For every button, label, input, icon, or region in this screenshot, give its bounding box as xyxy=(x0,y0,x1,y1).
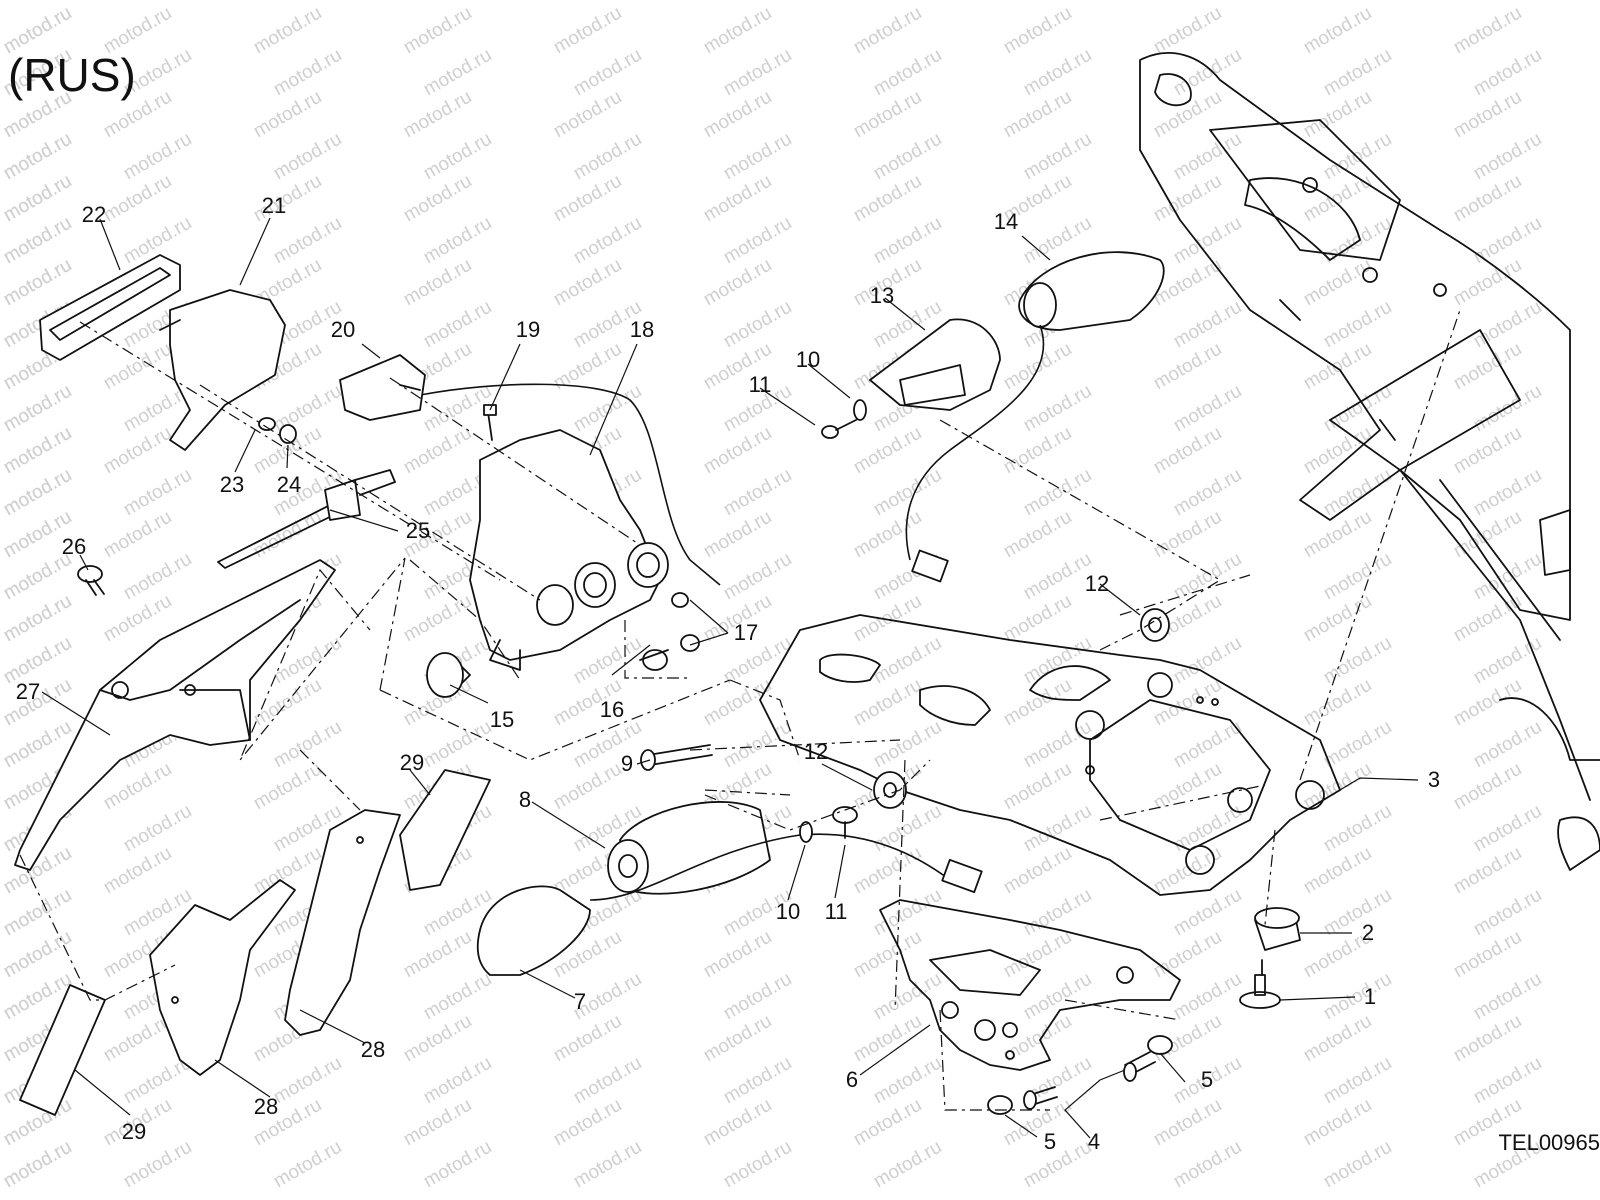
callout-13: 13 xyxy=(869,283,895,308)
callout-29b: 29 xyxy=(121,1119,147,1144)
callout-9: 9 xyxy=(620,751,634,776)
part-26-27-plate-holder xyxy=(14,559,336,871)
part-7-8-left-indicator xyxy=(476,801,983,976)
callout-12b: 12 xyxy=(803,739,829,764)
part-4-5-fasteners xyxy=(987,1035,1173,1115)
callout-3: 3 xyxy=(1427,767,1441,792)
callout-19: 19 xyxy=(515,317,541,342)
callout-8: 8 xyxy=(518,787,532,812)
callout-1: 1 xyxy=(1363,984,1377,1009)
part-28-29-plates xyxy=(19,769,491,1116)
callout-24: 24 xyxy=(276,472,302,497)
diagram-title: (RUS) xyxy=(8,49,136,101)
callout-21: 21 xyxy=(261,193,287,218)
callout-28a: 28 xyxy=(253,1094,279,1119)
callout-16: 16 xyxy=(599,697,625,722)
part-6-lower-bracket xyxy=(879,899,1181,1071)
callout-17: 17 xyxy=(733,620,759,645)
part-13-14-right-indicator xyxy=(869,251,1165,583)
callout-11a: 11 xyxy=(748,372,772,397)
callout-27: 27 xyxy=(15,679,41,704)
callout-25: 25 xyxy=(405,518,431,543)
callout-5b: 5 xyxy=(1043,1129,1057,1154)
callout-11b: 11 xyxy=(824,899,848,924)
callout-15: 15 xyxy=(489,707,515,732)
callout-2: 2 xyxy=(1361,920,1375,945)
callout-4: 4 xyxy=(1087,1129,1101,1154)
rear-subframe xyxy=(1139,52,1600,871)
part-1-2-mount xyxy=(1239,907,1301,1009)
callout-22: 22 xyxy=(81,202,107,227)
part-9-12-fasteners xyxy=(640,399,1170,843)
part-3-bracket xyxy=(759,614,1341,896)
callout-5a: 5 xyxy=(1200,1067,1214,1092)
part-21-24-reflector xyxy=(39,254,297,451)
callout-7: 7 xyxy=(573,989,587,1014)
callout-23: 23 xyxy=(219,472,245,497)
callout-10b: 10 xyxy=(775,899,801,924)
callout-26: 26 xyxy=(61,534,87,559)
callout-14: 14 xyxy=(993,209,1019,234)
callout-10a: 10 xyxy=(795,347,821,372)
assembly-lines xyxy=(19,309,1461,1111)
part-15-20-light-assembly xyxy=(339,354,721,698)
callout-18: 18 xyxy=(629,317,655,342)
leader-lines xyxy=(41,217,1419,1139)
part-25-cable-tie xyxy=(217,469,396,569)
callout-20: 20 xyxy=(330,317,356,342)
callout-29a: 29 xyxy=(399,750,425,775)
callout-12a: 12 xyxy=(1084,571,1110,596)
drawing-code: TEL00965 xyxy=(1498,1130,1600,1155)
callout-6: 6 xyxy=(845,1067,859,1092)
callout-28b: 28 xyxy=(360,1037,386,1062)
